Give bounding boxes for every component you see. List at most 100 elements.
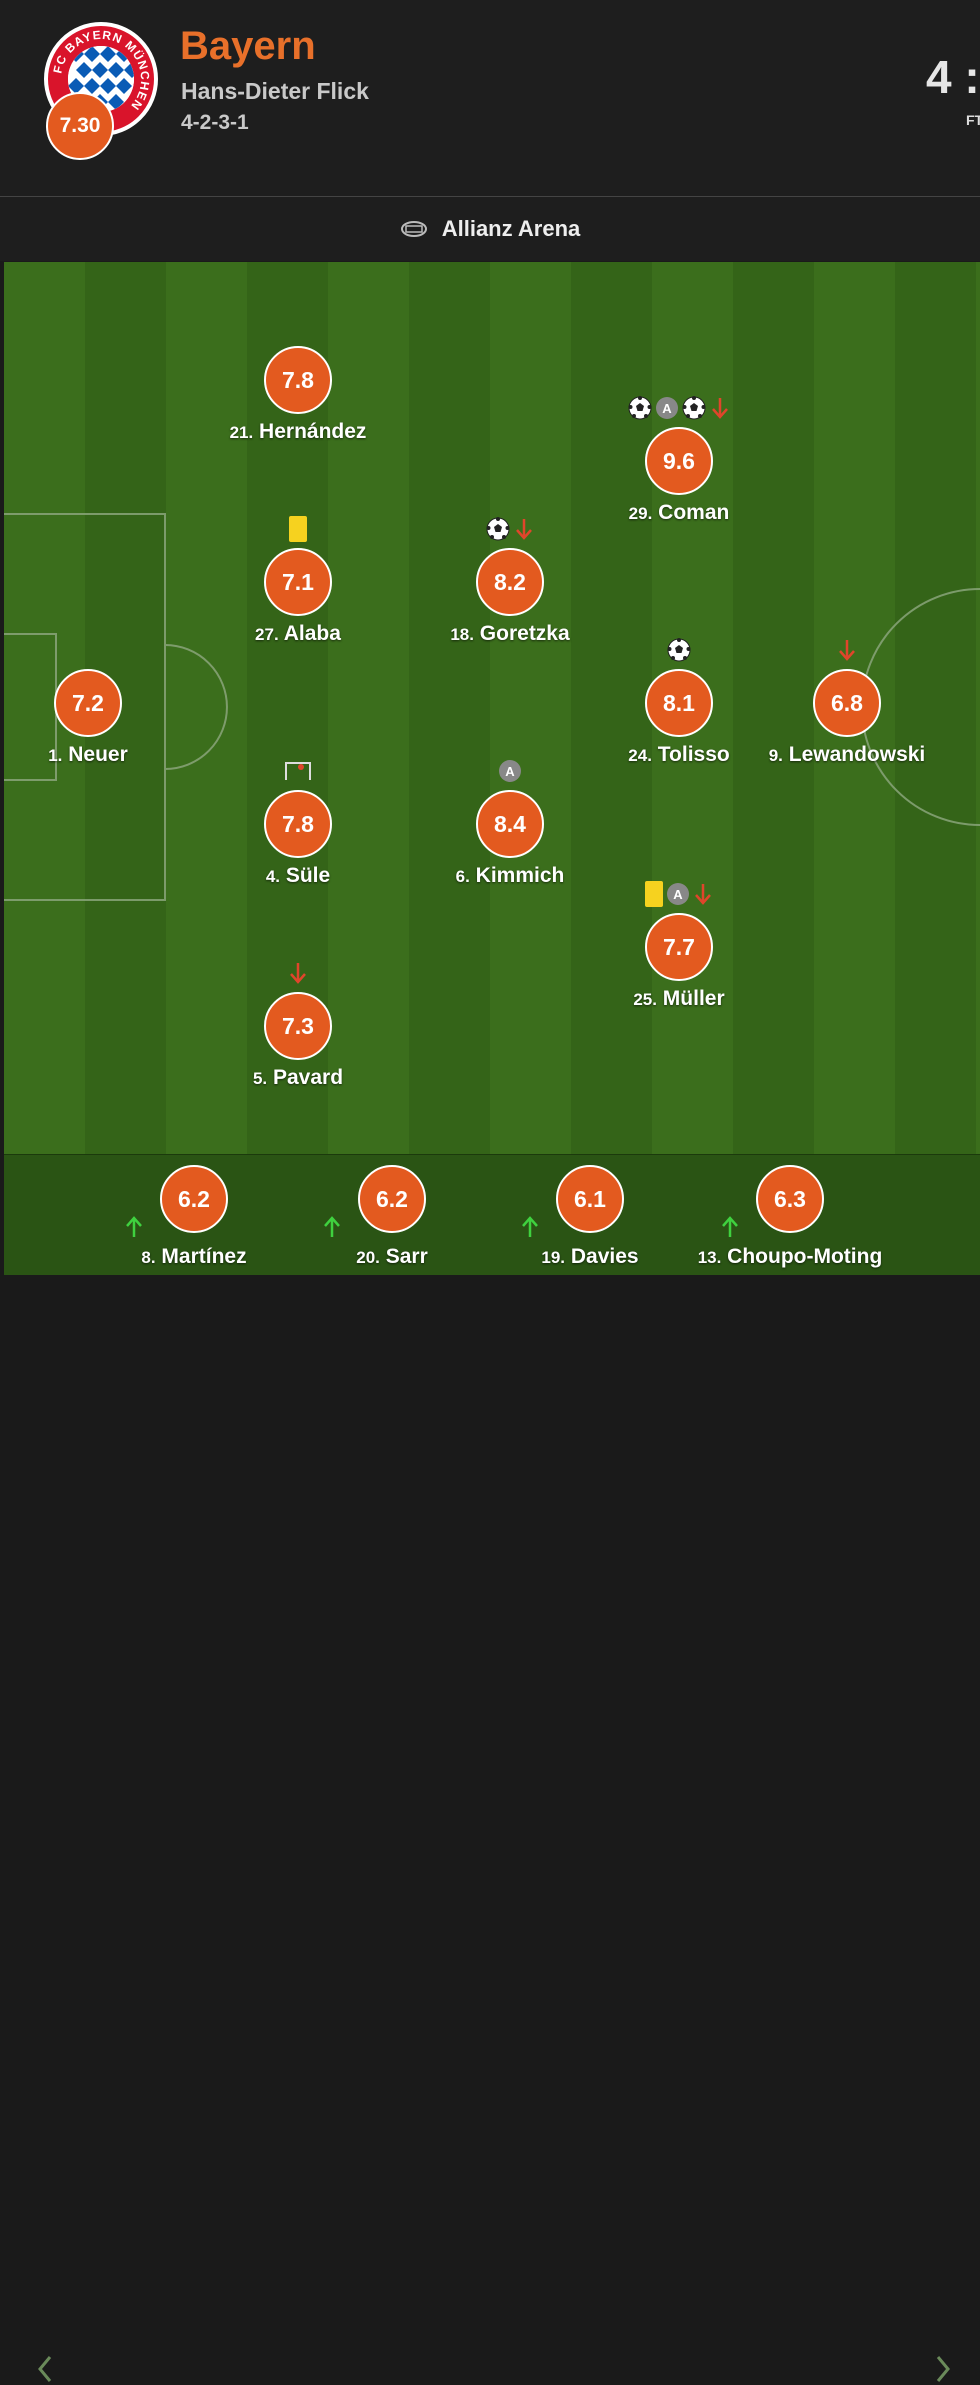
substitute-name: Sarr bbox=[379, 1245, 428, 1268]
player-rating: 7.2 bbox=[54, 669, 122, 737]
player-name-label: 18. Goretzka bbox=[400, 622, 620, 646]
player-alaba[interactable]: 7.1 27. Alaba bbox=[188, 516, 408, 648]
yellow-card-icon bbox=[645, 881, 663, 907]
player-name: Kimmich bbox=[469, 864, 565, 887]
player-number: 27. bbox=[255, 625, 279, 644]
player-event-icons bbox=[400, 516, 620, 542]
match-status: FT bbox=[966, 112, 980, 128]
player-number: 24. bbox=[628, 746, 652, 765]
player-name: Neuer bbox=[62, 743, 128, 766]
goal-frame-icon bbox=[285, 762, 311, 780]
player-sule[interactable]: 7.8 4. Süle bbox=[188, 762, 408, 890]
arrow-down-icon bbox=[839, 640, 855, 661]
player-rating: 7.1 bbox=[264, 548, 332, 616]
player-name-label: 4. Süle bbox=[188, 864, 408, 888]
soccer-ball-icon bbox=[682, 396, 706, 420]
player-name-label: 24. Tolisso bbox=[569, 743, 789, 767]
player-number: 6. bbox=[455, 867, 470, 886]
arrow-down-icon bbox=[516, 519, 532, 540]
player-name-label: 6. Kimmich bbox=[400, 864, 620, 888]
substitute-number: 8. bbox=[141, 1248, 156, 1267]
player-pavard[interactable]: 7.3 5. Pavard bbox=[188, 963, 408, 1092]
arrow-up-icon bbox=[522, 1216, 538, 1237]
substitute-name-label: 8. Martínez bbox=[94, 1245, 294, 1269]
stadium-icon bbox=[400, 221, 427, 237]
player-number: 5. bbox=[252, 1069, 268, 1088]
player-hernandez[interactable]: 7.8 21. Hernández bbox=[188, 346, 408, 446]
substitute-name-label: 19. Davies bbox=[490, 1245, 690, 1269]
player-rating: 6.8 bbox=[813, 669, 881, 737]
player-name-label: 5. Pavard bbox=[188, 1066, 408, 1090]
player-neuer[interactable]: 7.2 1. Neuer bbox=[4, 669, 198, 769]
player-number: 18. bbox=[450, 625, 474, 644]
player-event-icons: A bbox=[400, 758, 620, 784]
player-rating: 7.8 bbox=[264, 346, 332, 414]
soccer-ball-icon bbox=[628, 396, 652, 420]
player-event-icons bbox=[569, 637, 789, 663]
player-name-label: 1. Neuer bbox=[4, 743, 198, 767]
player-name-label: 25. Müller bbox=[569, 987, 789, 1011]
player-number: 21. bbox=[229, 423, 254, 442]
player-event-icons bbox=[188, 960, 408, 986]
player-coman[interactable]: A 9.6 29. Coman bbox=[569, 396, 789, 527]
yellow-card-icon bbox=[289, 516, 307, 542]
substitute-number: 20. bbox=[356, 1248, 380, 1267]
coach-name: Hans-Dieter Flick bbox=[181, 78, 369, 104]
substitute-number: 19. bbox=[541, 1248, 566, 1267]
player-rating: 9.6 bbox=[645, 427, 713, 495]
player-event-icons bbox=[737, 637, 957, 663]
player-event-icons: A bbox=[569, 881, 789, 907]
player-number: 4. bbox=[265, 867, 280, 886]
substitute-name: Martínez bbox=[155, 1245, 247, 1268]
player-event-icons bbox=[188, 516, 408, 542]
player-lewandowski[interactable]: 6.8 9. Lewandowski bbox=[737, 640, 957, 769]
assist-icon: A bbox=[499, 760, 521, 782]
player-rating: 7.3 bbox=[264, 992, 332, 1060]
player-name: Hernández bbox=[253, 420, 367, 443]
player-event-icons bbox=[188, 758, 408, 784]
player-rating: 7.8 bbox=[264, 790, 332, 858]
player-name: Coman bbox=[652, 501, 730, 524]
player-rating: 8.2 bbox=[476, 548, 544, 616]
chevron-right-icon[interactable] bbox=[932, 2353, 954, 2385]
player-name-label: 29. Coman bbox=[569, 501, 789, 525]
substitute-rating: 6.2 bbox=[160, 1165, 228, 1233]
player-name-label: 27. Alaba bbox=[188, 622, 408, 646]
player-name: Goretzka bbox=[473, 622, 570, 645]
assist-icon: A bbox=[667, 883, 689, 905]
player-name-label: 21. Hernández bbox=[188, 420, 408, 444]
player-name: Müller bbox=[656, 987, 725, 1010]
arrow-down-icon bbox=[712, 398, 728, 419]
substitute-rating: 6.3 bbox=[756, 1165, 824, 1233]
player-name: Pavard bbox=[267, 1066, 344, 1089]
player-name: Alaba bbox=[278, 622, 341, 645]
team-header: FC BAYERN MÜNCHEN 7.30 Bayern Hans-Diete… bbox=[0, 0, 980, 197]
chevron-left-icon[interactable] bbox=[34, 2353, 56, 2385]
player-name: Süle bbox=[280, 864, 331, 887]
assist-icon: A bbox=[656, 397, 678, 419]
player-name-label: 9. Lewandowski bbox=[737, 743, 957, 767]
substitute-name: Choupo-Moting bbox=[721, 1245, 883, 1268]
player-muller[interactable]: A 7.7 25. Müller bbox=[569, 881, 789, 1013]
substitute-name-label: 20. Sarr bbox=[292, 1245, 492, 1269]
player-name: Tolisso bbox=[651, 743, 730, 766]
arrow-down-icon bbox=[695, 884, 711, 905]
soccer-ball-icon bbox=[486, 517, 510, 541]
team-rating-badge: 7.30 bbox=[46, 92, 114, 160]
arrow-up-icon bbox=[126, 1216, 142, 1237]
player-name: Lewandowski bbox=[782, 743, 926, 766]
player-number: 1. bbox=[48, 746, 63, 765]
team-name[interactable]: Bayern bbox=[180, 24, 316, 68]
player-rating: 7.7 bbox=[645, 913, 713, 981]
player-number: 29. bbox=[628, 504, 653, 523]
soccer-ball-icon bbox=[667, 638, 691, 662]
